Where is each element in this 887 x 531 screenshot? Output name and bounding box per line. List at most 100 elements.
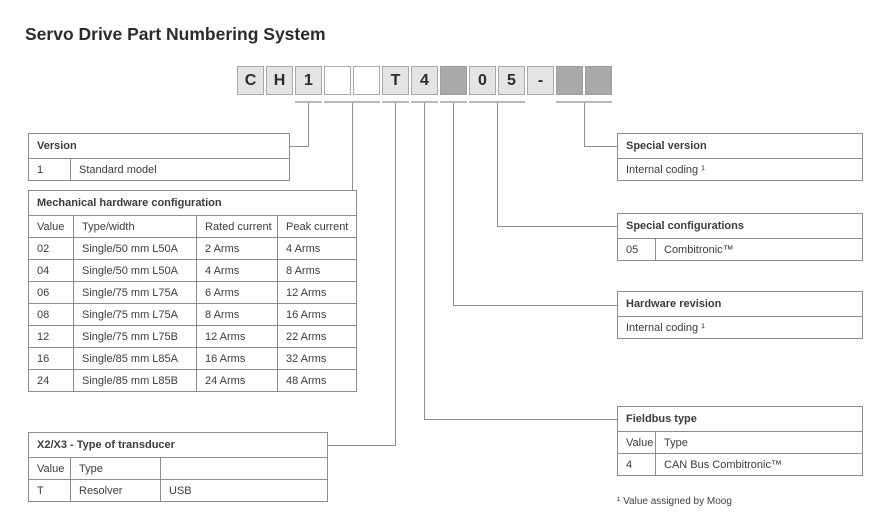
- table-cell: 08: [28, 303, 74, 326]
- table-cell: 4 Arms: [196, 259, 278, 282]
- part-number-box-6: T: [382, 66, 409, 95]
- table-cell: Combitronic™: [655, 238, 863, 261]
- table-row: Internal coding ¹: [617, 316, 863, 339]
- table-cell: 4 Arms: [277, 237, 357, 260]
- underbar-version: [295, 101, 322, 103]
- part-number-box-3: 1: [295, 66, 322, 95]
- table-title-row: Hardware revision: [617, 291, 863, 317]
- part-number-box-1: C: [237, 66, 264, 95]
- connector-version-horizontal: [290, 146, 309, 147]
- underbar-fieldbus: [411, 101, 438, 103]
- table-cell: Single/50 mm L50A: [73, 259, 197, 282]
- connector-hardware-revision-vertical: [453, 103, 454, 305]
- part-number-box-4: [324, 66, 351, 95]
- connector-special-version-horizontal: [584, 146, 617, 147]
- connector-transducer-horizontal: [328, 445, 396, 446]
- table-cell: 22 Arms: [277, 325, 357, 348]
- footnote: ¹ Value assigned by Moog: [617, 496, 732, 507]
- table-cell: CAN Bus Combitronic™: [655, 453, 863, 476]
- table-cell: 16: [28, 347, 74, 370]
- underbar-special-version: [556, 101, 612, 103]
- table-title-row: Version: [28, 133, 290, 159]
- table-title-row: Special configurations: [617, 213, 863, 239]
- table-cell: 32 Arms: [277, 347, 357, 370]
- table-cell: 8 Arms: [196, 303, 278, 326]
- page-title: Servo Drive Part Numbering System: [25, 24, 326, 44]
- table-cell: 12: [28, 325, 74, 348]
- table-cell: 8 Arms: [277, 259, 357, 282]
- connector-hardware-revision-horizontal: [453, 305, 617, 306]
- column-header-cell: Type: [655, 431, 863, 454]
- table-cell: T: [28, 479, 71, 502]
- table-cell: 06: [28, 281, 74, 304]
- table-cell: Internal coding ¹: [617, 158, 863, 181]
- table-title-row: Fieldbus type: [617, 406, 863, 432]
- part-number-box-10: 5: [498, 66, 525, 95]
- table-cell: Single/75 mm L75B: [73, 325, 197, 348]
- table-cell: Resolver: [70, 479, 161, 502]
- table-title: Fieldbus type: [617, 406, 863, 432]
- table-cell: 16 Arms: [277, 303, 357, 326]
- connector-fieldbus-horizontal: [424, 419, 617, 420]
- table-title: X2/X3 - Type of transducer: [28, 432, 328, 458]
- underbar-special-configurations: [469, 101, 525, 103]
- table-cell: Internal coding ¹: [617, 316, 863, 339]
- table-title: Version: [28, 133, 290, 159]
- table-cell: 24: [28, 369, 74, 392]
- table-cell: 48 Arms: [277, 369, 357, 392]
- part-number-box-12: [556, 66, 583, 95]
- connector-mechanical-vertical: [352, 103, 353, 190]
- column-header-cell: Type: [70, 457, 161, 480]
- part-number-box-9: 0: [469, 66, 496, 95]
- column-header-cell: Value: [28, 215, 74, 238]
- table-cell: Single/75 mm L75A: [73, 281, 197, 304]
- column-header-cell: Type/width: [73, 215, 197, 238]
- table-cell: 24 Arms: [196, 369, 278, 392]
- part-number-box-13: [585, 66, 612, 95]
- table-cell: Standard model: [70, 158, 290, 181]
- connector-fieldbus-vertical: [424, 103, 425, 419]
- column-header-cell: Peak current: [277, 215, 357, 238]
- table-title: Special configurations: [617, 213, 863, 239]
- table-title: Special version: [617, 133, 863, 159]
- table-cell: 6 Arms: [196, 281, 278, 304]
- connector-special-version-vertical: [584, 103, 585, 146]
- table-cell: Single/50 mm L50A: [73, 237, 197, 260]
- connector-special-configurations-vertical: [497, 103, 498, 226]
- table-cell: 02: [28, 237, 74, 260]
- underbar-hardware-revision: [440, 101, 467, 103]
- part-number-box-8: [440, 66, 467, 95]
- table-cell: Single/85 mm L85B: [73, 369, 197, 392]
- underbar-transducer: [382, 101, 409, 103]
- column-header-cell: [160, 457, 328, 480]
- table-cell: 05: [617, 238, 656, 261]
- column-header-cell: Value: [617, 431, 656, 454]
- connector-transducer-vertical: [395, 103, 396, 445]
- table-title-row: Special version: [617, 133, 863, 159]
- table-title: Mechanical hardware configuration: [28, 190, 357, 216]
